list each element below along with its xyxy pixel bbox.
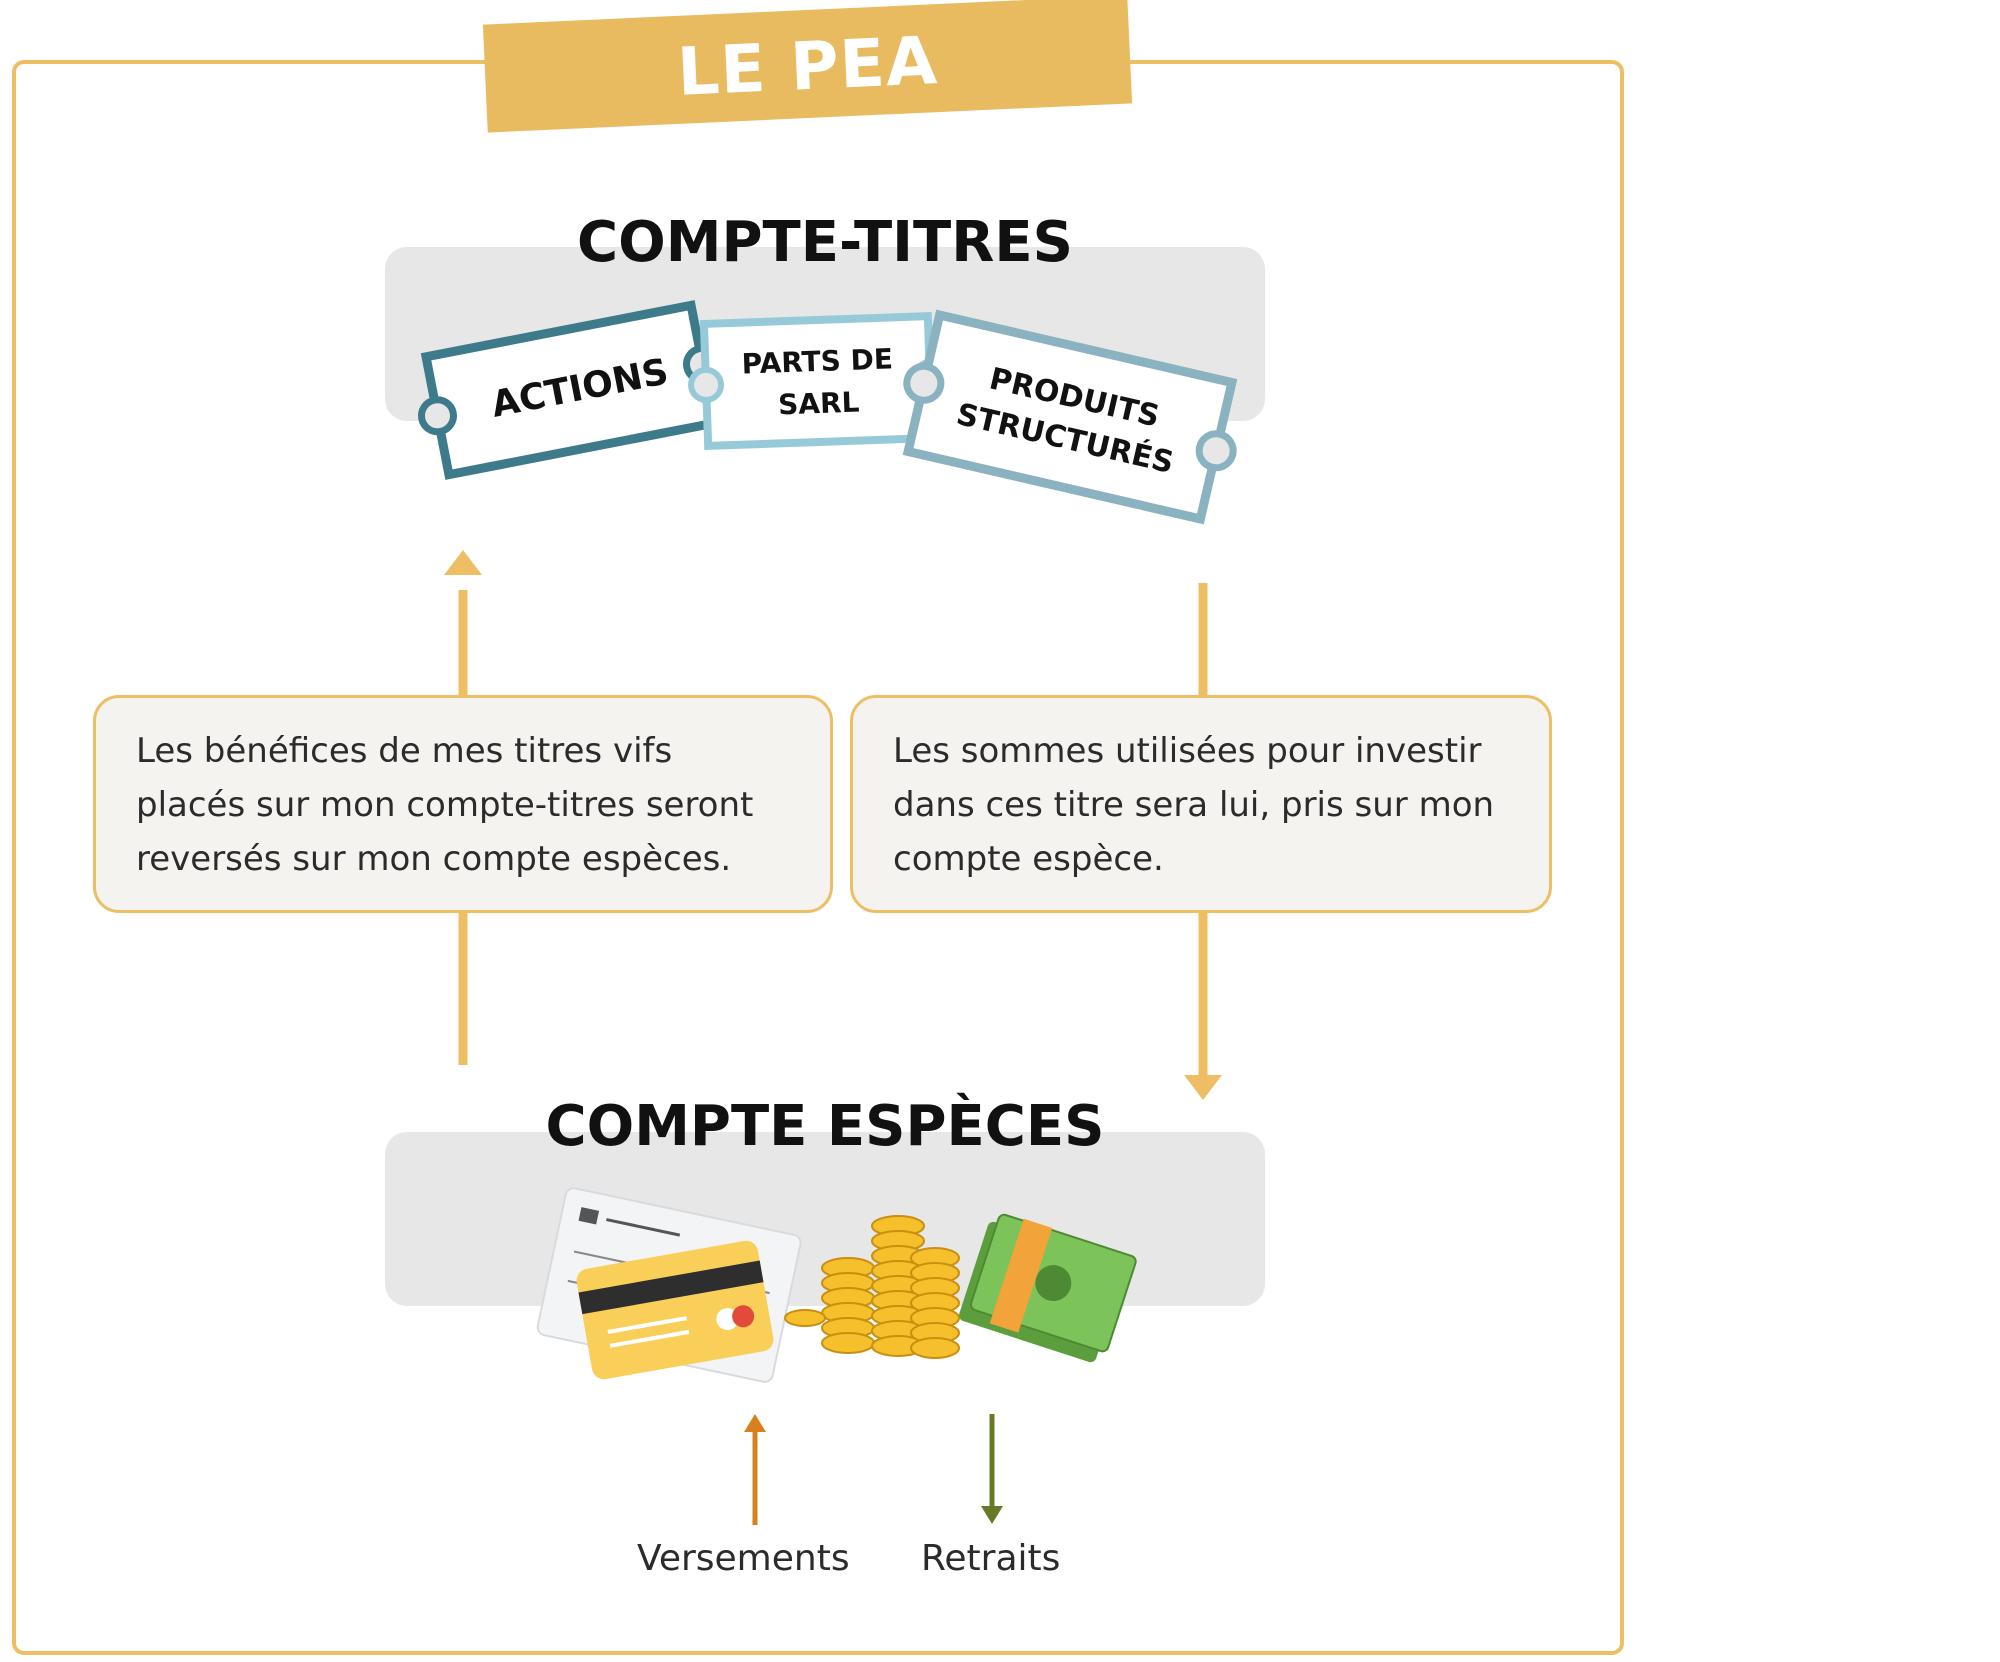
- gold-coins-icon: [784, 1215, 960, 1359]
- ticket-label: SARL: [778, 386, 860, 422]
- versements-label: Versements: [637, 1538, 850, 1579]
- arrowhead-up-icon: [744, 1414, 766, 1432]
- compte-especes-title: COMPTE ESPÈCES: [545, 1094, 1105, 1159]
- ticket-label: PARTS DE: [741, 342, 893, 380]
- compte-titres-title: COMPTE-TITRES: [577, 210, 1073, 275]
- ticket-produits-structures: PRODUITS STRUCTURÉS: [902, 309, 1238, 525]
- retraits-label: Retraits: [921, 1538, 1061, 1579]
- ticket-notch-icon: [417, 396, 457, 436]
- arrowhead-up-icon: [444, 550, 482, 575]
- note-benefices: Les bénéfices de mes titres vifs placés …: [93, 695, 833, 913]
- credit-card-icon: [576, 1240, 774, 1380]
- ticket-notch-icon: [1195, 430, 1237, 472]
- arrowhead-down-icon: [981, 1506, 1003, 1524]
- note-sommes-investies: Les sommes utilisées pour investir dans …: [850, 695, 1552, 913]
- arrowhead-down-icon: [1184, 1075, 1222, 1100]
- versements-arrow: [744, 1414, 766, 1525]
- retraits-arrow: [981, 1414, 1003, 1524]
- ticket-notch-icon: [688, 366, 725, 403]
- banknotes-icon: [959, 1213, 1137, 1363]
- ticket-notch-icon: [903, 362, 945, 404]
- ticket-parts-de-sarl: PARTS DE SARL: [688, 311, 948, 451]
- ticket-actions: ACTIONS: [417, 300, 723, 480]
